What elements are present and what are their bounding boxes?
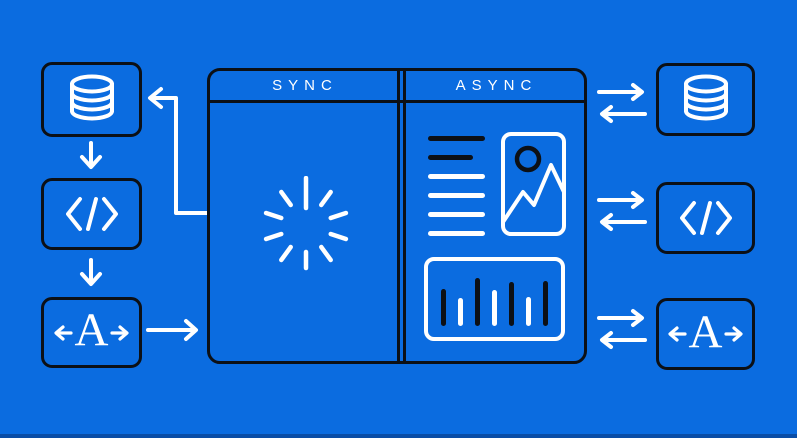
chart-bar <box>543 281 548 326</box>
text-line <box>428 231 485 236</box>
spinner-tick <box>319 244 333 263</box>
async-header-cell: ASYNC <box>403 71 584 100</box>
left-code-node <box>41 178 142 250</box>
bidirectional-arrows-icon <box>597 191 647 231</box>
bidirectional-arrows-icon <box>597 309 647 349</box>
arrow-right-icon <box>724 326 744 342</box>
chart-bar <box>441 289 446 326</box>
down-arrow-icon <box>80 258 102 286</box>
chart-bar <box>492 290 497 326</box>
chart-bar <box>509 282 514 326</box>
spinner-tick <box>328 210 349 221</box>
loading-spinner-icon <box>263 176 349 271</box>
bar-group <box>441 278 561 326</box>
bar-chart-icon <box>424 257 565 341</box>
right-database-node <box>656 63 755 136</box>
down-arrow-icon <box>80 141 102 169</box>
database-icon <box>69 74 114 120</box>
text-line <box>428 136 485 141</box>
sync-async-panel: SYNC ASYNC <box>207 68 587 364</box>
arrow-right-icon <box>110 324 130 341</box>
text-line <box>428 212 485 217</box>
left-translate-node: A <box>41 297 142 368</box>
elbow-arrow-icon <box>148 87 209 215</box>
spinner-tick <box>328 231 349 242</box>
left-database-node <box>41 62 142 137</box>
spinner-tick <box>279 244 293 263</box>
text-line <box>428 174 485 179</box>
right-code-node <box>656 182 755 254</box>
spinner-tick <box>279 189 293 208</box>
translate-icon: A <box>53 304 131 356</box>
translate-letter: A <box>74 304 109 356</box>
column-divider <box>397 71 406 361</box>
spinner-tick <box>319 189 333 208</box>
sync-header-cell: SYNC <box>210 71 394 100</box>
translate-icon: A <box>667 305 745 358</box>
chart-bar <box>458 298 463 326</box>
image-placeholder-art <box>505 145 562 223</box>
async-label: ASYNC <box>455 77 538 94</box>
bidirectional-arrows-icon <box>597 83 647 123</box>
bottom-edge-strip <box>0 434 797 438</box>
spinner-tick <box>263 210 284 221</box>
right-translate-node: A <box>656 298 755 370</box>
arrow-left-icon <box>53 324 73 341</box>
text-line <box>428 155 473 160</box>
spinner-tick <box>263 231 284 242</box>
image-placeholder-icon <box>501 132 566 236</box>
chart-bar <box>526 297 531 326</box>
translate-letter: A <box>688 305 723 358</box>
code-icon <box>65 197 118 231</box>
text-lines <box>428 136 485 250</box>
arrow-left-icon <box>667 326 687 342</box>
code-icon <box>679 201 732 235</box>
right-arrow-icon <box>146 319 198 341</box>
text-line <box>428 193 485 198</box>
sync-label: SYNC <box>272 77 338 94</box>
database-icon <box>683 74 728 120</box>
chart-bar <box>475 278 480 326</box>
